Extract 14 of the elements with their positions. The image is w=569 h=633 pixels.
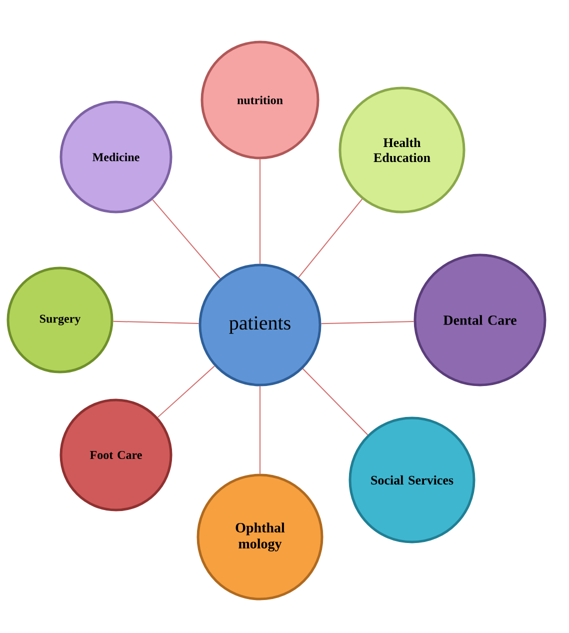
connector-line: [157, 366, 216, 418]
circle-node: Medicine: [60, 100, 172, 214]
circle-node: Surgery: [6, 266, 114, 374]
circle-node: Social Services: [348, 416, 476, 544]
circle-node: Ophthal mology: [196, 474, 324, 600]
connector-line: [320, 321, 414, 324]
circle-node: Foot Care: [60, 398, 172, 512]
circle-node: nutrition: [200, 40, 320, 160]
connector-line: [152, 199, 221, 279]
circle-node: Health Education: [338, 86, 466, 214]
connector-line: [298, 198, 363, 278]
connector-line: [112, 320, 200, 324]
circle-node: Dental Care: [414, 254, 546, 386]
connector-line: [302, 368, 368, 436]
